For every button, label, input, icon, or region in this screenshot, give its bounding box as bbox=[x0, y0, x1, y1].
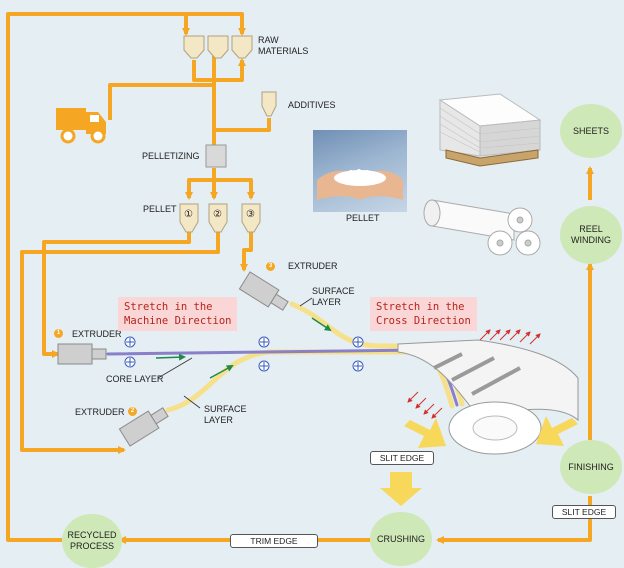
pellet-number-2: ② bbox=[213, 209, 222, 220]
flow-lines bbox=[6, 12, 594, 544]
pellet2-to-extruder2 bbox=[20, 232, 220, 454]
hands-with-pellets-image bbox=[317, 169, 403, 200]
truck-line bbox=[108, 56, 216, 120]
pellet-label: PELLET bbox=[143, 204, 177, 214]
pellet-photo-caption: PELLET bbox=[346, 213, 380, 223]
pelletizing-unit bbox=[205, 144, 227, 168]
yellow-block-arrows bbox=[380, 416, 578, 506]
sheets-node: SHEETS bbox=[560, 104, 622, 158]
extruder-3 bbox=[238, 271, 289, 311]
additives-to-pelletizing bbox=[214, 118, 271, 132]
truck-icon bbox=[56, 108, 106, 144]
pellet-number-3: ③ bbox=[246, 209, 255, 220]
pelletizing-to-pellets bbox=[185, 168, 216, 200]
additives-label: ADDITIVES bbox=[288, 100, 336, 110]
additives-hopper bbox=[261, 91, 277, 117]
pelletizing-to-pellet3 bbox=[214, 178, 255, 200]
extruder-2-badge: 2 bbox=[128, 407, 137, 416]
slit-edge-right-label: SLIT EDGE bbox=[552, 505, 616, 519]
extruder-1-badge: 1 bbox=[54, 329, 63, 338]
extruder-1-label: EXTRUDER bbox=[72, 329, 122, 339]
reel-winding-node: REEL WINDING bbox=[560, 206, 622, 264]
pellet1-to-extruder1 bbox=[42, 232, 191, 358]
recycle-return-line bbox=[6, 12, 190, 542]
film-rolls-icon bbox=[423, 199, 541, 256]
leader-lines bbox=[157, 297, 313, 409]
raw-materials-label: RAW MATERIALS bbox=[258, 35, 309, 56]
trim-edge-label: TRIM EDGE bbox=[230, 534, 318, 548]
pellet-number-1: ① bbox=[184, 209, 193, 220]
recycled-process-node: RECYCLED PROCESS bbox=[62, 514, 122, 568]
extruder-2-label: EXTRUDER bbox=[75, 407, 125, 417]
extruder-1 bbox=[57, 343, 93, 365]
pellet-hoppers bbox=[179, 203, 261, 233]
green-flow-arrows bbox=[155, 317, 332, 379]
extruder-3-label: EXTRUDER bbox=[288, 261, 338, 271]
extruder-2 bbox=[118, 407, 169, 447]
extruder-machines bbox=[57, 271, 289, 447]
pelletizing-label: PELLETIZING bbox=[142, 151, 200, 161]
stretch-arrows bbox=[433, 352, 521, 396]
hopper-loop bbox=[192, 58, 246, 82]
red-pull-arrows bbox=[407, 329, 541, 419]
pellet3-to-extruder3 bbox=[240, 232, 253, 272]
tenter-frame bbox=[397, 339, 579, 455]
surface-layer-bottom-label: SURFACE LAYER bbox=[204, 404, 247, 425]
raw-material-hoppers bbox=[183, 35, 277, 117]
cross-direction-callout: Stretch in the Cross Direction bbox=[370, 297, 477, 331]
pellet-photo bbox=[313, 130, 407, 212]
core-layer-label: CORE LAYER bbox=[106, 374, 164, 384]
sheet-stack-icon bbox=[438, 93, 542, 167]
crushing-node: CRUSHING bbox=[370, 512, 432, 566]
extruder-3-badge: 3 bbox=[266, 262, 275, 271]
plus-markers bbox=[124, 336, 364, 372]
surface-layer-top-label: SURFACE LAYER bbox=[312, 286, 355, 307]
finishing-node: FINISHING bbox=[560, 440, 622, 494]
machine-direction-callout: Stretch in the Machine Direction bbox=[118, 297, 238, 331]
top-line-to-hopper3 bbox=[186, 12, 246, 36]
slit-edge-center-label: SLIT EDGE bbox=[370, 451, 434, 465]
